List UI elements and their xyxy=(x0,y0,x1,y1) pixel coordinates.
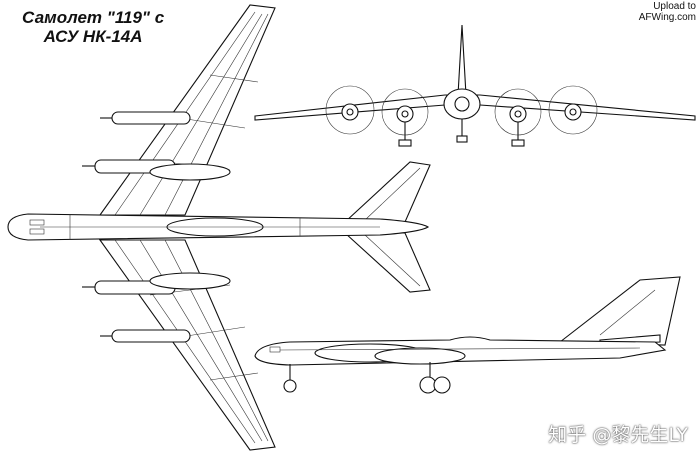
watermark-line-1: Upload to xyxy=(653,1,696,12)
front-vertical-fin xyxy=(457,24,467,96)
title-line-2: АСУ НК-14А xyxy=(43,27,143,46)
front-landing-gear xyxy=(398,119,525,147)
author-credit: 知乎 @黎先生LY xyxy=(548,424,688,446)
side-view xyxy=(254,276,681,394)
front-fuselage xyxy=(443,88,481,120)
side-landing-gear xyxy=(283,362,451,394)
drawing-title: Самолет "119" с АСУ НК-14А xyxy=(22,8,164,46)
upload-watermark: Upload to AFWing.com xyxy=(639,1,696,23)
side-vertical-fin xyxy=(558,276,681,346)
title-line-1: Самолет "119" с xyxy=(22,8,165,27)
front-engine-nacelles xyxy=(341,103,582,123)
plan-view xyxy=(7,4,431,451)
watermark-line-2: AFWing.com xyxy=(638,12,696,23)
plan-engines-upper xyxy=(82,111,231,181)
plan-engines-lower xyxy=(82,272,231,343)
front-view xyxy=(254,24,696,147)
